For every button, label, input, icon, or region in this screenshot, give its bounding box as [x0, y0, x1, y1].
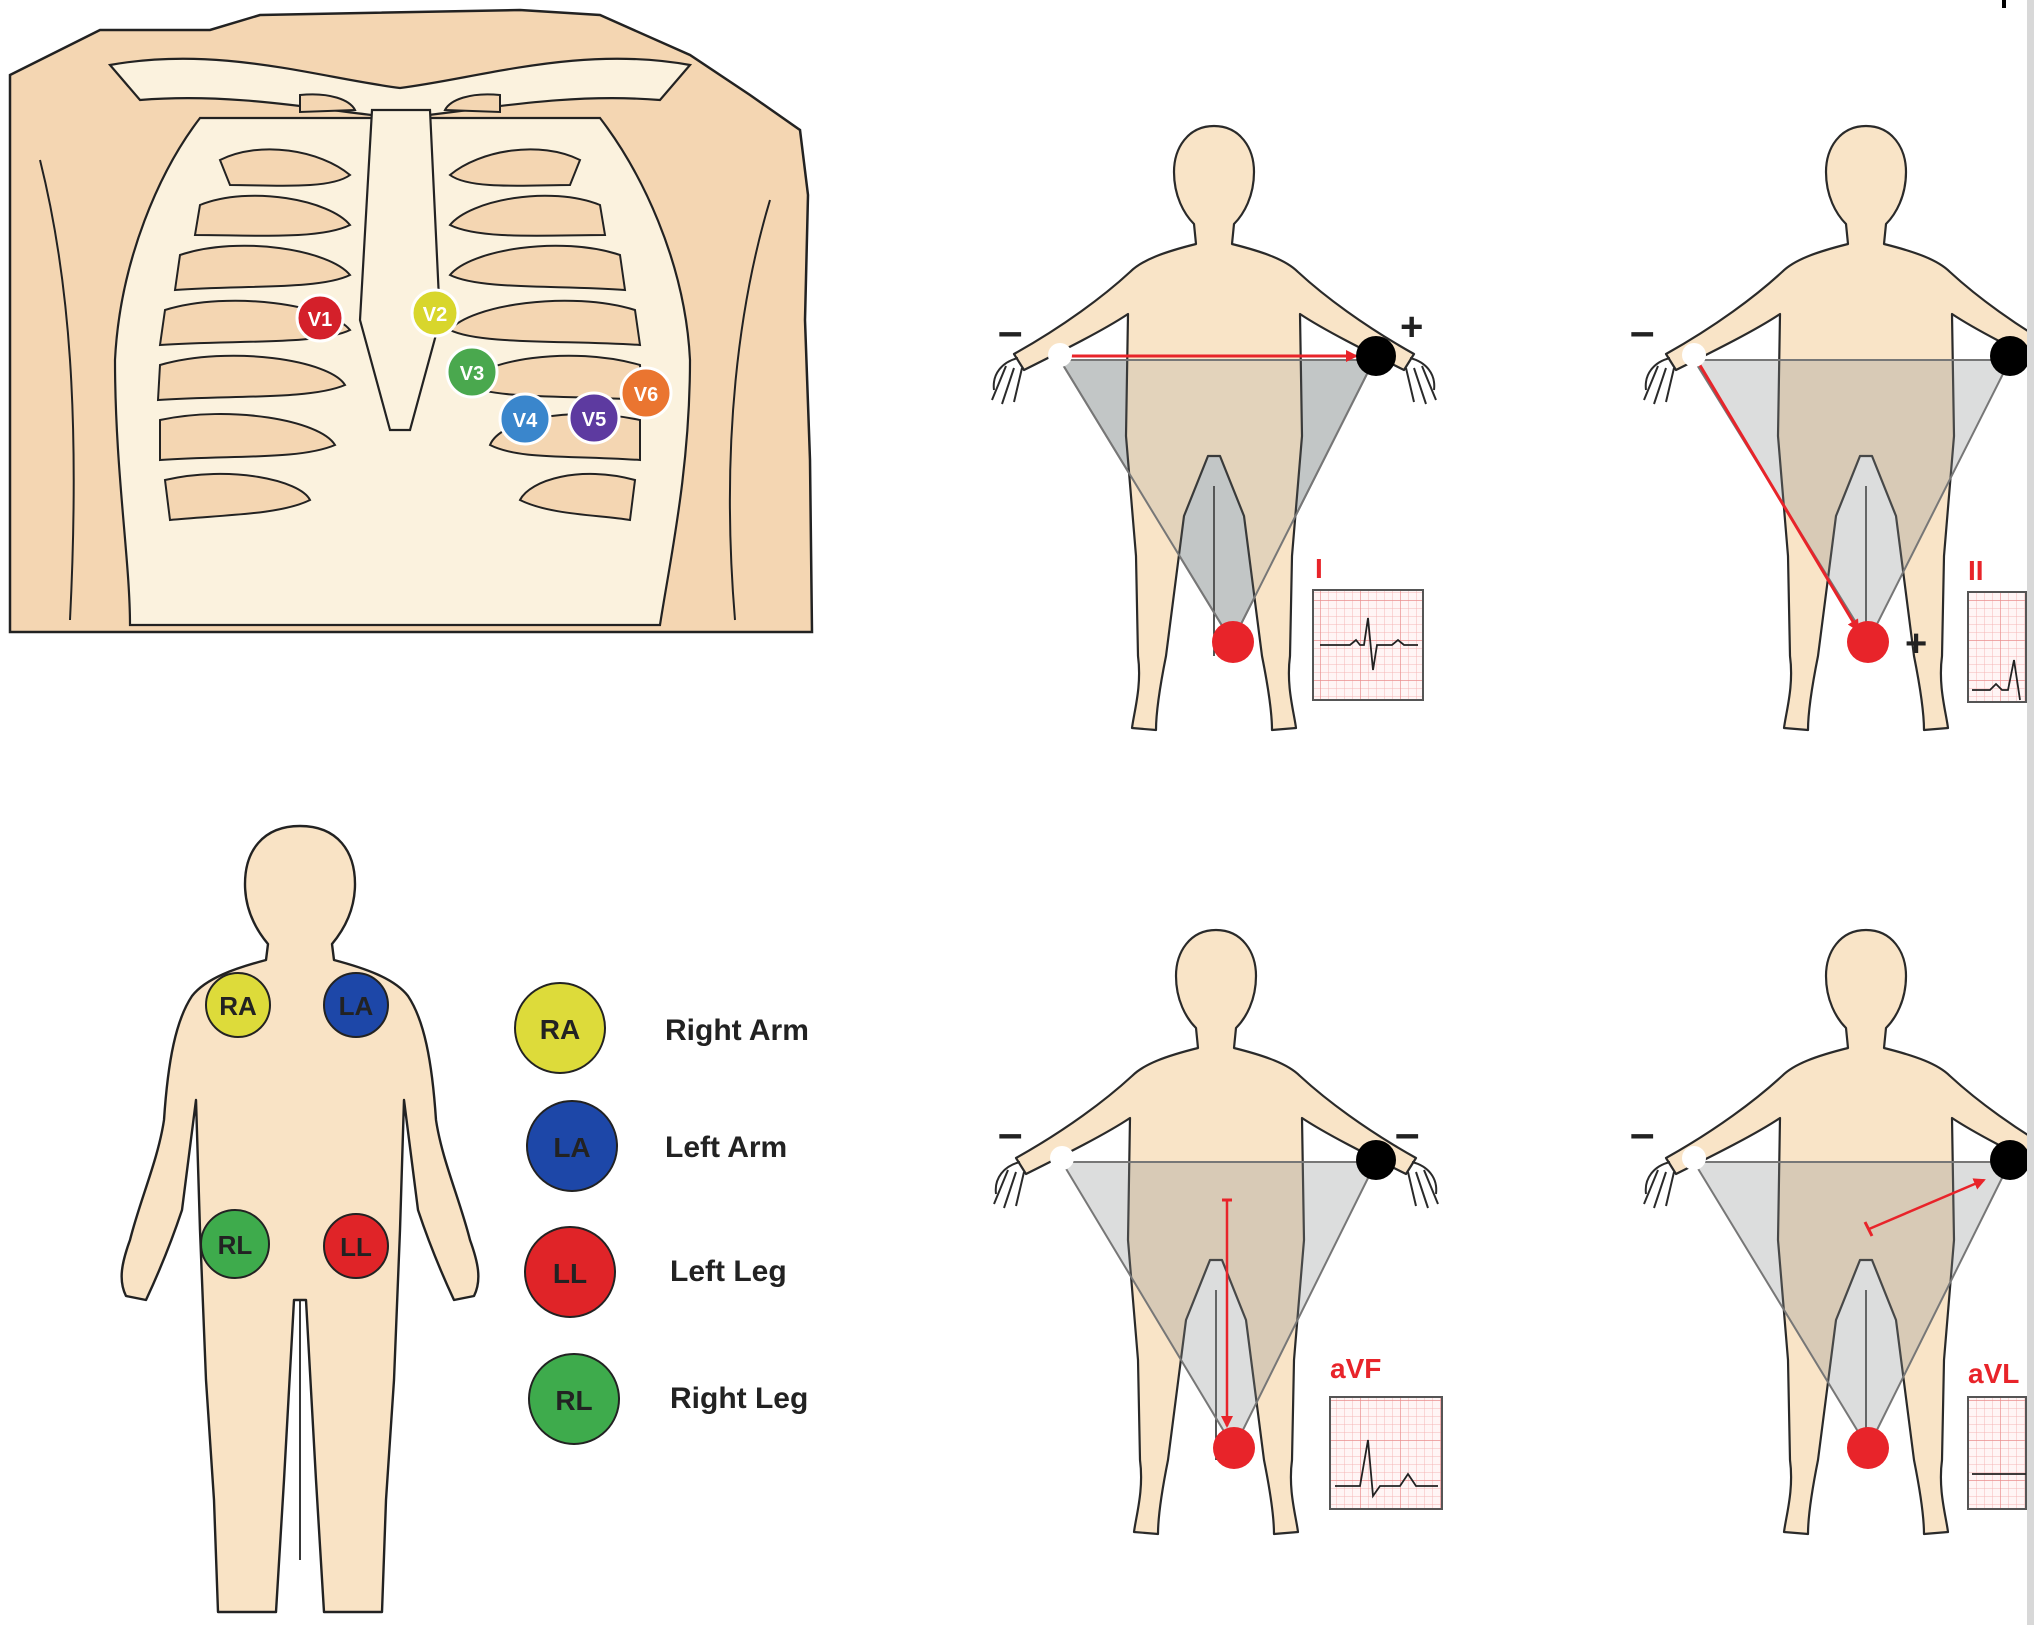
legend-rl-code: RL [555, 1385, 592, 1416]
legend-la-code: LA [553, 1132, 590, 1163]
lead-i-ecg-strip [1313, 590, 1423, 700]
ra-white-electrode-3 [1050, 1146, 1074, 1170]
la-body-label: LA [339, 991, 374, 1021]
legend-ra-code: RA [540, 1014, 580, 1045]
la-body-electrode: LA [324, 973, 388, 1037]
right-edge-strip [2027, 0, 2034, 1625]
la-black-electrode [1356, 336, 1396, 376]
v6-label: V6 [634, 384, 658, 406]
lead-avf-minus-ra: – [998, 1109, 1022, 1158]
corner-tick [2002, 0, 2006, 8]
lead-i-plus: + [1400, 305, 1423, 349]
ra-white-electrode [1048, 343, 1072, 367]
lead-i-title: I [1315, 553, 1323, 584]
ll-red-electrode [1212, 621, 1254, 663]
lead-avf-minus-la: – [1395, 1109, 1419, 1158]
v3-label: V3 [460, 363, 484, 385]
lead-avl-panel: – aVL [1630, 930, 2034, 1534]
legend-ll-code: LL [553, 1258, 587, 1289]
lead-avf-panel: – – aVF [994, 930, 1442, 1534]
v4-electrode: V4 [500, 394, 550, 444]
ra-body-electrode: RA [206, 973, 270, 1037]
la-black-electrode-4 [1990, 1140, 2030, 1180]
v2-electrode: V2 [412, 290, 458, 336]
lead-i-panel: – + I [992, 126, 1436, 730]
ll-red-electrode-2 [1847, 621, 1889, 663]
legend-rl-name: Right Leg [670, 1382, 808, 1415]
la-black-electrode-3 [1356, 1140, 1396, 1180]
legend-la-name: Left Arm [665, 1131, 787, 1164]
legend-left-arm: LA Left Arm [527, 1101, 787, 1191]
legend-right-arm: RA Right Arm [515, 983, 809, 1073]
chest-panel: V1 V2 V3 V4 V5 V6 [10, 10, 812, 632]
legend-ra-name: Right Arm [665, 1014, 809, 1047]
ll-red-electrode-4 [1847, 1427, 1889, 1469]
lead-ii-title: II [1968, 555, 1984, 586]
rl-body-label: RL [218, 1230, 253, 1260]
v3-electrode: V3 [447, 347, 497, 397]
ra-body-label: RA [219, 991, 257, 1021]
lead-avl-title: aVL [1968, 1358, 2019, 1389]
ll-body-label: LL [340, 1232, 372, 1262]
lead-ii-ecg-strip [1968, 592, 2026, 702]
la-black-electrode-2 [1990, 336, 2030, 376]
v4-label: V4 [513, 410, 538, 432]
legend-left-leg: LL Left Leg [525, 1227, 787, 1317]
lead-ii-plus: + [1905, 623, 1927, 665]
v5-label: V5 [582, 409, 606, 431]
ra-white-electrode-4 [1682, 1146, 1706, 1170]
v1-label: V1 [308, 309, 332, 331]
legend-ll-name: Left Leg [670, 1255, 787, 1288]
ll-body-electrode: LL [324, 1214, 388, 1278]
lead-i-minus: – [998, 307, 1022, 356]
v5-electrode: V5 [569, 393, 619, 443]
lead-avf-title: aVF [1330, 1353, 1381, 1384]
lead-ii-minus: – [1630, 307, 1654, 356]
lead-avf-ecg-strip [1330, 1397, 1442, 1509]
legend-right-leg: RL Right Leg [529, 1354, 808, 1444]
v1-electrode: V1 [297, 295, 343, 341]
lead-ii-panel: – + II [1630, 126, 2034, 730]
ll-red-electrode-3 [1213, 1427, 1255, 1469]
lead-avl-ecg-strip [1968, 1397, 2026, 1509]
v6-electrode: V6 [621, 368, 671, 418]
limb-placement-panel: RA LA RL LL RA Right Arm LA Left Arm LL [122, 826, 809, 1612]
rl-body-electrode: RL [201, 1210, 269, 1278]
ra-white-electrode-2 [1682, 343, 1706, 367]
v2-label: V2 [423, 304, 447, 326]
lead-avl-minus: – [1630, 1109, 1654, 1158]
